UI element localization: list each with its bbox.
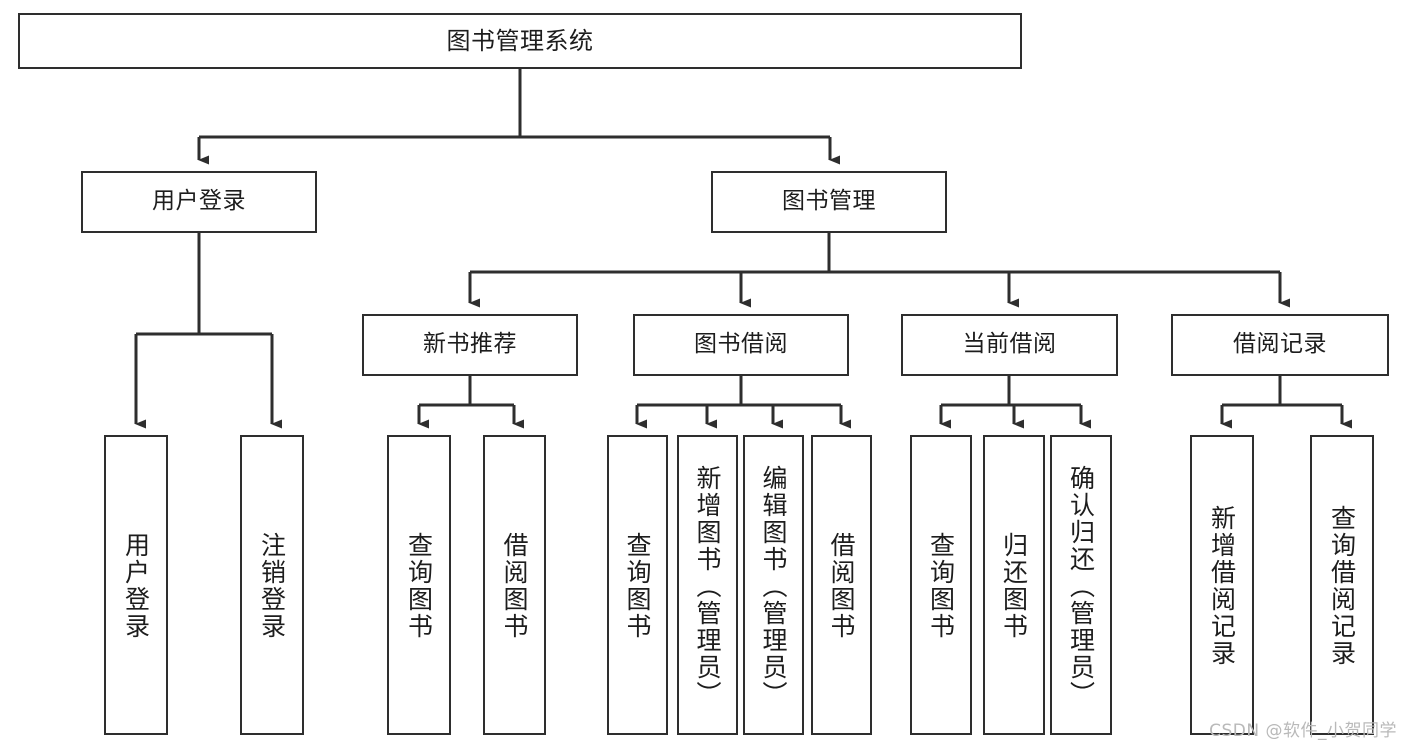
leaf-user-logout-label: 注销登录 [257,532,287,640]
leaf-user-logout[interactable]: 注销登录 [240,435,304,735]
node-new-book-recommend[interactable]: 新书推荐 [362,314,578,376]
leaf-user-login-label: 用户登录 [121,532,151,640]
node-book-borrow[interactable]: 图书借阅 [633,314,849,376]
leaf-borrow-book-2-label: 借阅图书 [827,532,856,640]
node-borrow-record-label: 借阅记录 [1233,331,1327,358]
leaf-borrow-book-2[interactable]: 借阅图书 [811,435,872,735]
node-user-login-label: 用户登录 [152,188,246,215]
csdn-watermark: CSDN @软件_小贺同学 [1209,721,1397,741]
node-root[interactable]: 图书管理系统 [18,13,1022,69]
node-book-manage-label: 图书管理 [782,188,876,215]
node-current-borrow[interactable]: 当前借阅 [901,314,1118,376]
leaf-query-borrow-record[interactable]: 查询借阅记录 [1310,435,1374,735]
leaf-edit-book[interactable]: 编辑图书（管理员） [743,435,804,735]
node-current-borrow-label: 当前借阅 [962,331,1057,358]
leaf-return-book-label: 归还图书 [999,532,1029,640]
node-root-label: 图书管理系统 [446,26,594,55]
leaf-query-book-2-label: 查询图书 [623,532,652,640]
leaf-user-login[interactable]: 用户登录 [104,435,168,735]
node-book-borrow-label: 图书借阅 [694,331,788,358]
leaf-query-book-1-label: 查询图书 [404,532,434,640]
leaf-confirm-return-label: 确认归还（管理员） [1066,464,1096,708]
leaf-query-borrow-record-label: 查询借阅记录 [1327,505,1357,667]
leaf-confirm-return[interactable]: 确认归还（管理员） [1050,435,1112,735]
node-user-login[interactable]: 用户登录 [81,171,317,233]
leaf-edit-book-label: 编辑图书（管理员） [759,464,788,708]
node-borrow-record[interactable]: 借阅记录 [1171,314,1389,376]
leaf-query-book-3[interactable]: 查询图书 [910,435,972,735]
leaf-return-book[interactable]: 归还图书 [983,435,1045,735]
leaf-add-borrow-record-label: 新增借阅记录 [1207,505,1237,667]
leaf-add-book-label: 新增图书（管理员） [693,464,722,708]
node-book-manage[interactable]: 图书管理 [711,171,947,233]
leaf-add-book[interactable]: 新增图书（管理员） [677,435,738,735]
leaf-borrow-book-1-label: 借阅图书 [500,532,529,640]
leaf-query-book-1[interactable]: 查询图书 [387,435,451,735]
leaf-query-book-2[interactable]: 查询图书 [607,435,668,735]
leaf-borrow-book-1[interactable]: 借阅图书 [483,435,546,735]
node-new-book-recommend-label: 新书推荐 [423,331,517,358]
leaf-query-book-3-label: 查询图书 [926,532,956,640]
leaf-add-borrow-record[interactable]: 新增借阅记录 [1190,435,1254,735]
